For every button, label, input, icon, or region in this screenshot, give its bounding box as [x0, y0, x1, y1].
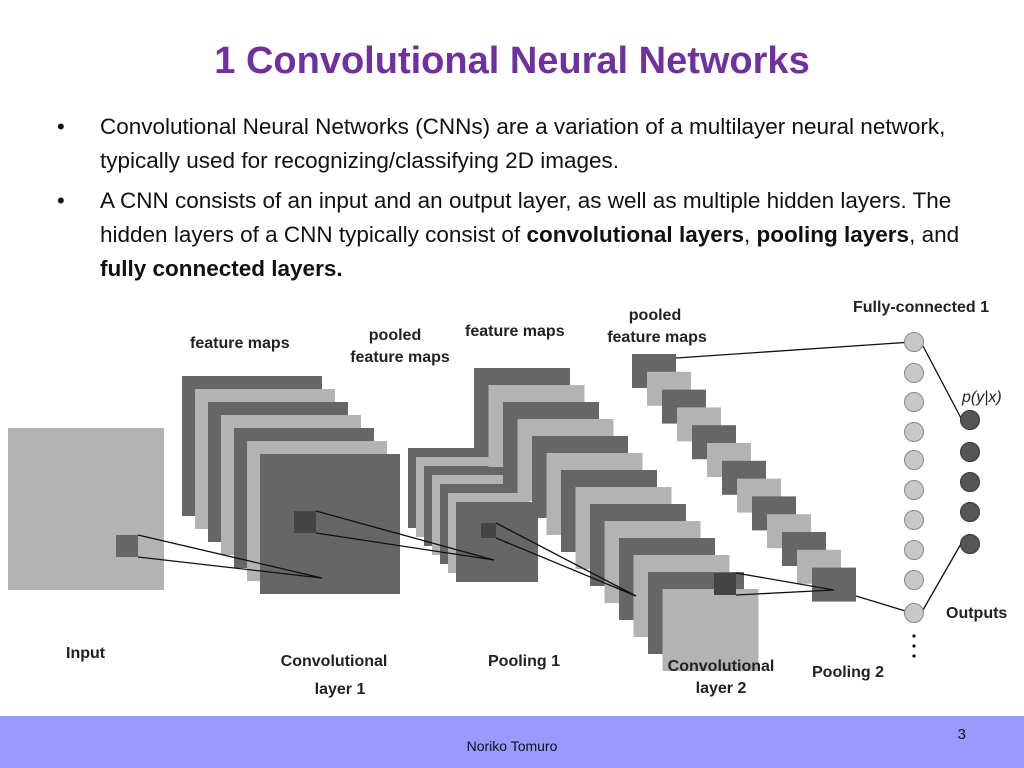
slide-title: 1 Convolutional Neural Networks	[214, 40, 810, 82]
label-pooled-2-line1: pooled	[629, 307, 681, 324]
connection-lines	[137, 341, 963, 614]
conv2-feature-map	[662, 589, 759, 671]
label-conv2-line2: layer 2	[696, 680, 747, 697]
bullet-item: • A CNN consists of an input and an outp…	[55, 184, 985, 286]
label-pooled-1-line1: pooled	[369, 327, 421, 344]
bullet-text: ,	[744, 222, 757, 247]
label-feature-maps-2: feature maps	[465, 323, 565, 340]
receptive-field	[481, 523, 496, 538]
receptive-field	[714, 573, 736, 595]
page-number: 3	[957, 726, 966, 743]
connection-line	[922, 345, 963, 421]
fc-node	[904, 570, 924, 590]
conv1-feature-map	[260, 454, 400, 594]
ellipsis-dot	[912, 654, 916, 658]
output-node	[960, 472, 980, 492]
connection-line	[855, 595, 913, 614]
bullet-item: • Convolutional Neural Networks (CNNs) a…	[55, 110, 985, 178]
bullet-text: A CNN consists of an input and an output…	[100, 188, 952, 247]
fc-node	[904, 510, 924, 530]
label-outputs: Outputs	[946, 605, 1007, 622]
label-pool2: Pooling 2	[812, 664, 884, 681]
fc-node	[904, 480, 924, 500]
connection-line	[495, 522, 637, 597]
fc-node	[904, 540, 924, 560]
ellipsis-dot	[912, 644, 916, 648]
label-input: Input	[66, 645, 106, 662]
bullet-text: Convolutional Neural Networks (CNNs) are…	[100, 114, 946, 173]
output-node	[960, 410, 980, 430]
receptive-field	[116, 535, 138, 557]
pool2-feature-map	[812, 567, 856, 602]
fc-node	[904, 392, 924, 412]
label-conv1-line1: Convolutional	[281, 653, 388, 670]
connection-line	[495, 537, 637, 597]
output-node	[960, 442, 980, 462]
cnn-diagram: feature maps pooled feature maps feature…	[8, 299, 1007, 698]
bullet-dot: •	[57, 114, 65, 139]
label-pooled-1-line2: feature maps	[350, 349, 450, 366]
connection-line	[922, 541, 963, 611]
receptive-field	[294, 511, 316, 533]
fc-node	[904, 363, 924, 383]
bold-term: fully connected layers.	[100, 256, 343, 281]
connection-line	[735, 589, 835, 596]
pool1-feature-map	[456, 502, 538, 582]
bullet-text: , and	[909, 222, 960, 247]
output-node	[960, 534, 980, 554]
label-pooled-2-line2: feature maps	[607, 329, 707, 346]
footer-bar: Noriko Tomuro 3	[0, 716, 1024, 768]
connection-line	[675, 341, 913, 359]
connection-line	[137, 556, 323, 579]
label-feature-maps-1: feature maps	[190, 335, 290, 352]
bullet-list: • Convolutional Neural Networks (CNNs) a…	[55, 110, 985, 292]
ellipsis-dot	[912, 634, 916, 638]
bold-term: convolutional layers	[526, 222, 744, 247]
fully-connected-nodes	[904, 332, 980, 658]
bullet-dot: •	[57, 188, 65, 213]
label-conv2-line1: Convolutional	[668, 658, 775, 675]
label-conv1-line2: layer 1	[315, 681, 366, 698]
label-fully-connected: Fully-connected 1	[853, 299, 989, 316]
bold-term: pooling layers	[756, 222, 910, 247]
connection-line	[315, 532, 495, 561]
fc-node	[904, 603, 924, 623]
fc-node	[904, 450, 924, 470]
connection-line	[735, 572, 835, 591]
fc-node	[904, 332, 924, 352]
footer-author: Noriko Tomuro	[466, 738, 558, 754]
fc-node	[904, 422, 924, 442]
layer-stacks	[8, 354, 856, 671]
input-image	[8, 428, 164, 590]
connection-line	[137, 534, 323, 579]
output-node	[960, 502, 980, 522]
label-pool1: Pooling 1	[488, 653, 560, 670]
label-probability: p(y|x)	[961, 389, 1002, 406]
connection-line	[315, 510, 495, 561]
